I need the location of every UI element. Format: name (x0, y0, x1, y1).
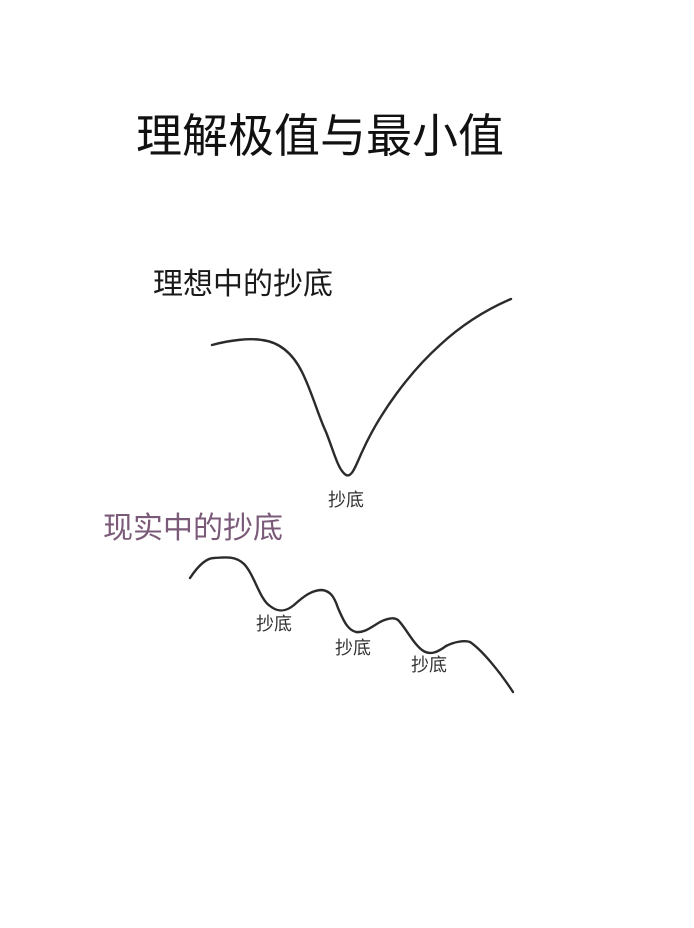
ideal-bottom-label: 抄底 (328, 490, 364, 511)
reality-price-curve (188, 556, 515, 694)
ideal-price-curve (210, 297, 513, 477)
reality-bottom-label-2: 抄底 (335, 638, 371, 659)
reality-bottom-label-1: 抄底 (256, 614, 292, 635)
ideal-section-heading: 理想中的抄底 (153, 267, 333, 302)
page-title: 理解极值与最小值 (136, 109, 504, 163)
reality-section-heading: 现实中的抄底 (103, 511, 283, 546)
reality-bottom-label-3: 抄底 (411, 655, 447, 676)
